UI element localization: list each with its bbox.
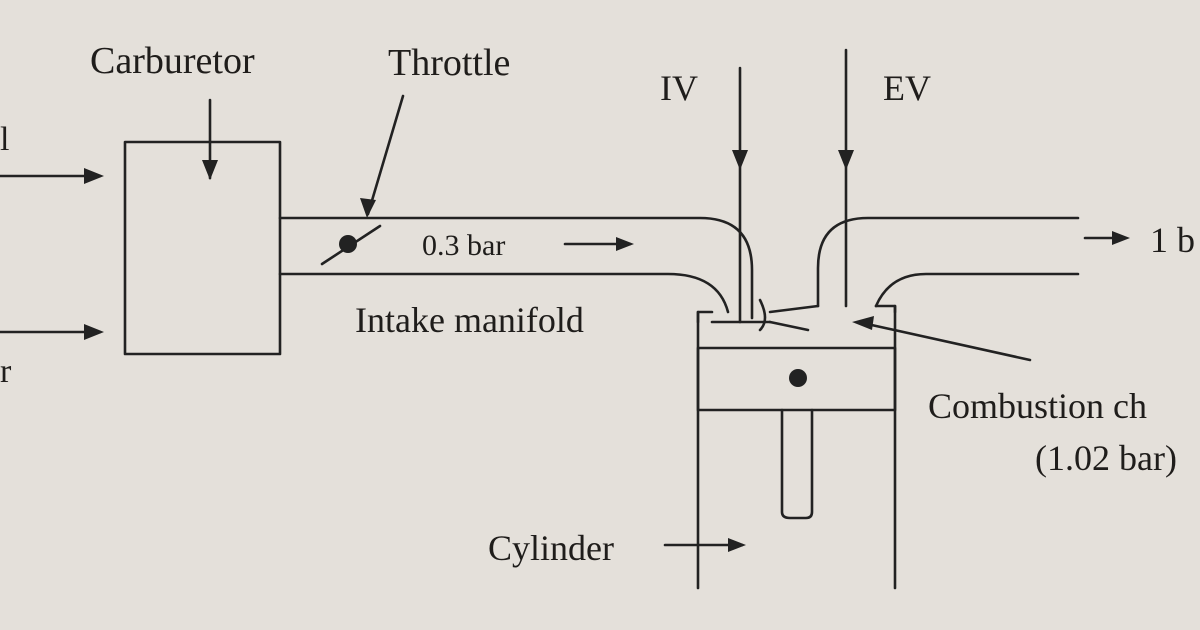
exhaust-pipe-lower-wall <box>874 272 1080 308</box>
cylinder-label: Cylinder <box>488 528 614 568</box>
piston <box>696 346 897 412</box>
left-edge-label-top: l <box>0 121 9 158</box>
cylinder-pointer-head <box>728 538 746 552</box>
exhaust-flow-arrowhead <box>1112 231 1130 245</box>
carburetor-arrow-head <box>202 160 218 180</box>
intake-valve-label: IV <box>660 68 698 108</box>
throttle-label: Throttle <box>388 42 510 84</box>
exhaust-pressure-label: 1 b <box>1150 220 1195 260</box>
throttle-pointer-head <box>360 198 376 218</box>
left-edge-label-bottom: r <box>0 353 12 390</box>
intake-manifold-lower-wall <box>278 272 730 314</box>
air-input-arrowhead-bottom <box>84 324 104 340</box>
manifold-flow-arrowhead <box>616 237 634 251</box>
connecting-rod <box>780 408 814 520</box>
chamber-pressure-label: (1.02 bar) <box>1035 438 1177 478</box>
intake-flow-curve <box>758 298 767 332</box>
cylinder-head-inner-step <box>768 320 810 332</box>
intake-valve-arrowhead <box>732 150 748 170</box>
combustion-chamber-label: Combustion ch <box>928 386 1147 426</box>
carburetor-box <box>123 140 282 356</box>
manifold-pressure-label: 0.3 bar <box>422 229 505 262</box>
exhaust-valve-arrowhead <box>838 150 854 170</box>
carburetor-label: Carburetor <box>90 40 255 82</box>
exhaust-pipe-upper-wall <box>816 216 1080 308</box>
intake-manifold-label: Intake manifold <box>355 300 584 340</box>
combustion-pointer-line <box>856 320 1032 362</box>
combustion-pointer-head <box>852 316 874 330</box>
throttle-pointer-line <box>366 94 405 216</box>
throttle-pivot <box>339 235 357 253</box>
piston-pin <box>789 369 807 387</box>
exhaust-valve-label: EV <box>883 68 931 108</box>
air-input-arrowhead-top <box>84 168 104 184</box>
